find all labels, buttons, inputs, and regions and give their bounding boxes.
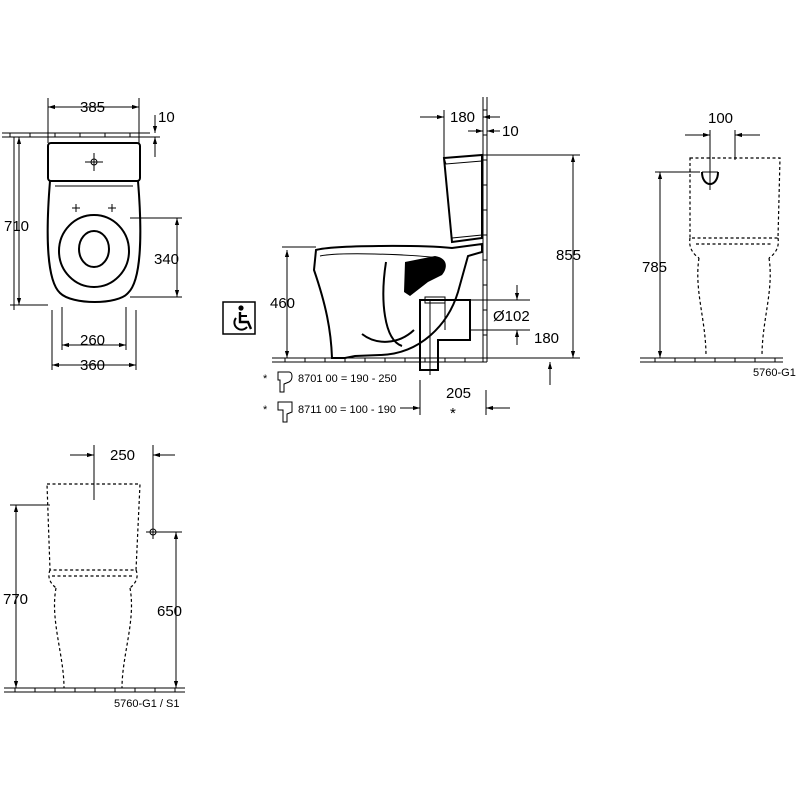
dim-360: 360 [80,357,105,374]
side-floor [272,357,487,363]
trap-adapter-icon-2 [277,401,293,423]
note-8701: 8701 00 = 190 - 250 [298,373,397,385]
dim-180-bottom: 180 [534,330,559,347]
front-cistern-hidden [689,157,781,239]
flush-button-icon [85,153,103,171]
front2-pedestal-hidden [53,587,133,689]
front-floor [640,357,783,363]
dim-770: 770 [3,591,28,608]
dim-250: 250 [110,447,135,464]
bowl-outline [46,180,142,303]
dim-460: 460 [270,295,295,312]
wall-line [2,132,150,138]
seat-hinge-icon [72,204,116,212]
dim-785: 785 [642,259,667,276]
front2-cistern-hidden [46,483,141,571]
side-view: 180 10 855 460 Ø102 180 205 * * [222,97,581,423]
dim-205: 205 [446,385,471,402]
dim-340: 340 [154,251,179,268]
wheelchair-icon [222,301,256,335]
top-view: 385 10 710 340 260 360 [2,98,182,374]
dim-o102: Ø102 [493,308,530,325]
front-view-2: 250 770 650 5760-G1 / S1 [3,445,185,710]
cistern-top [47,142,141,182]
front2-code: 5760-G1 / S1 [114,698,179,710]
dim-855: 855 [556,247,581,264]
dim-260: 260 [80,332,105,349]
note-asterisk-2: * [263,404,268,416]
front-code: 5760-G1 [753,367,796,379]
dim-100: 100 [708,110,733,127]
front2-floor [4,687,185,693]
asterisk-205: * [450,405,456,422]
dim-385: 385 [80,99,105,116]
side-bowl [312,242,483,359]
dim-650: 650 [157,603,182,620]
dim-710: 710 [4,218,29,235]
dim-180-top: 180 [450,109,475,126]
dim-10-top: 10 [158,109,175,126]
seat-opening [58,214,130,288]
side-trap [404,256,446,296]
front-view: 100 785 5760-G1 [640,110,796,379]
note-8711: 8711 00 = 100 - 190 [298,404,396,416]
dim-10-side: 10 [502,123,519,140]
trap-adapter-icon-1 [277,371,293,393]
side-cistern [442,153,483,244]
note-asterisk-1: * [263,373,268,385]
side-wall [482,97,488,362]
front-pedestal-hidden [697,257,771,357]
